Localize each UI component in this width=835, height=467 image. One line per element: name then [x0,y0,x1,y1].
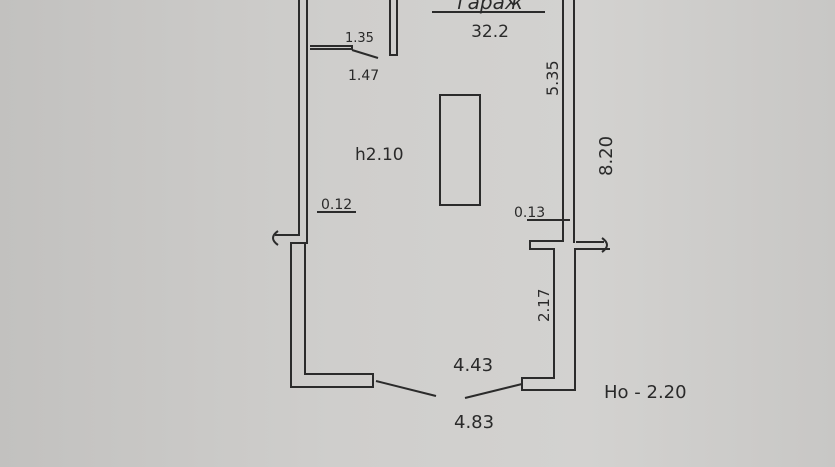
dim-partition-a: 1.35 [345,31,374,46]
short-wall [310,45,353,50]
door-line [351,49,379,59]
dim-inner-right-upper: 5.35 [543,60,562,96]
dim-outer-width: 4.83 [454,412,494,433]
gate-leaf-right [464,383,523,399]
left-lower-wall [290,0,374,388]
dim-partition-b: 1.47 [348,68,379,84]
room-height: h2.10 [355,145,404,165]
room-name: гараж [457,0,523,14]
level-mark: Ho - 2.20 [604,382,687,403]
gate-leaf-left [375,380,437,397]
dim-inner-width: 4.43 [453,355,493,376]
right-wall [521,0,610,391]
walls [272,0,610,399]
dim-wall-right: 0.13 [514,205,545,221]
break-mark-left [272,230,279,246]
dim-outer-length: 8.20 [596,136,617,176]
partition-wall [389,0,398,56]
dim-wall-left: 0.12 [321,197,352,213]
break-mark-right [601,237,608,253]
room-area: 32.2 [471,22,509,42]
left-outer-wall-upper [275,0,300,236]
dim-right-lower: 2.17 [535,289,553,322]
inspection-pit [439,94,481,206]
